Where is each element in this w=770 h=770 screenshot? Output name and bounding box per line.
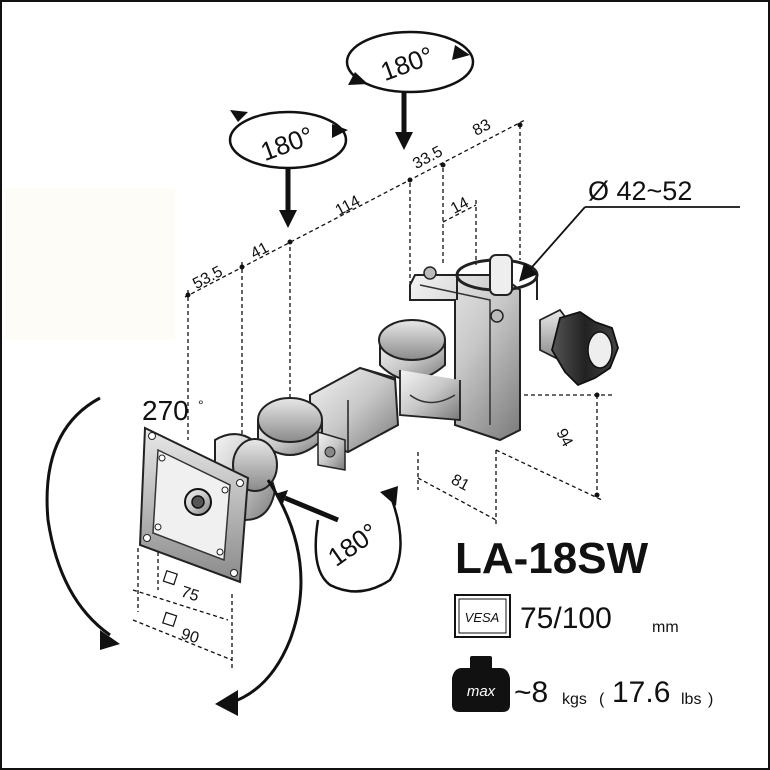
dim-vesa-90: 90: [179, 626, 201, 648]
dim-33-5: 33.5: [410, 143, 446, 173]
vesa-icon: VESA: [454, 594, 511, 638]
vesa-icon-label: VESA: [465, 610, 500, 625]
weight-icon: max: [452, 656, 510, 712]
model-title: LA-18SW: [455, 534, 649, 583]
load-paren-close: ): [708, 691, 713, 708]
mount-hardware: [138, 254, 619, 584]
load-value-lbs: 17.6: [612, 676, 670, 709]
dim-14: 14: [448, 194, 472, 217]
rotation-label-tilt: 180°: [322, 517, 383, 572]
weight-icon-label: max: [467, 683, 496, 700]
dim-94: 94: [552, 426, 575, 450]
rotation-label-top: 180°: [377, 40, 438, 87]
dim-81: 81: [448, 471, 472, 494]
dimension-arrowheads: [185, 122, 600, 498]
dim-83: 83: [470, 116, 494, 139]
rotation-arrows: [45, 30, 475, 716]
load-value: ~8: [514, 676, 548, 709]
dim-vesa-75: 75: [179, 584, 201, 606]
dimension-lines: [132, 119, 612, 670]
load-paren-open: (: [599, 691, 605, 708]
vesa-unit: mm: [652, 619, 679, 636]
background-patch: [5, 188, 175, 340]
load-unit-lbs: lbs: [681, 691, 701, 708]
load-unit-kgs: kgs: [562, 691, 587, 708]
degree-mark: °: [198, 397, 204, 413]
rotation-label-panel: 270: [142, 395, 189, 426]
pole-diameter: Ø 42~52: [588, 176, 692, 206]
rotation-label-mid: 180°: [257, 120, 318, 167]
dim-41: 41: [248, 239, 272, 262]
dim-114: 114: [333, 192, 364, 219]
vesa-value: 75/100: [520, 602, 612, 635]
dim-53-5: 53.5: [190, 263, 226, 293]
